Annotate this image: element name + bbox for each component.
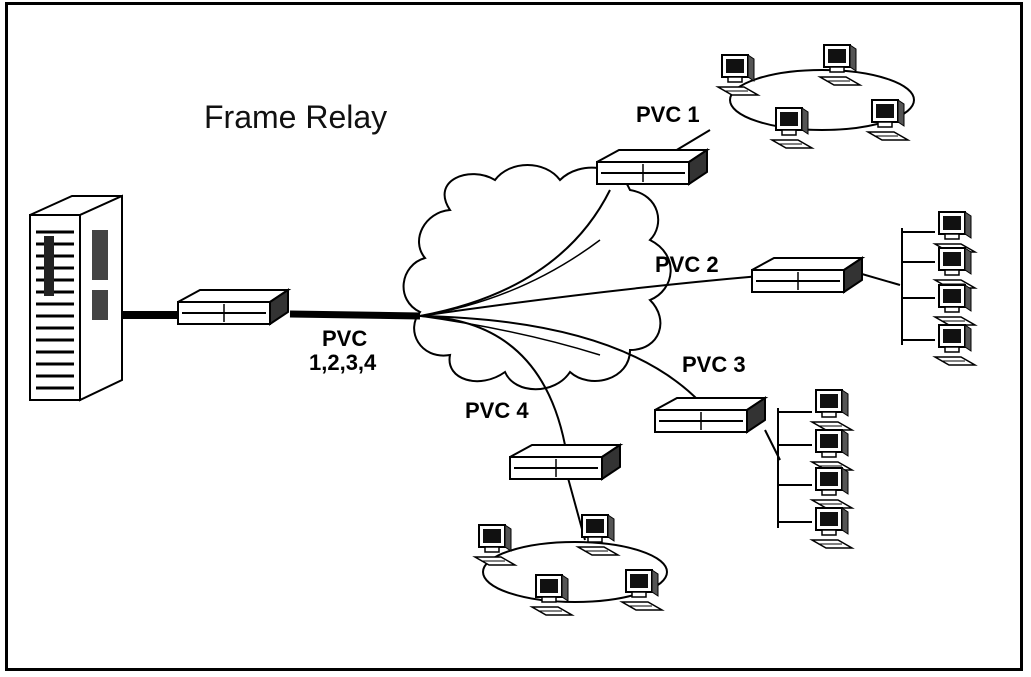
diagram-title: Frame Relay [204,99,387,135]
computer-monitor-icon [474,524,516,566]
pvc1-path [419,189,611,317]
network-cloud-icon [402,164,672,391]
router-pvc2-icon [751,257,863,293]
computer-monitor-icon [819,44,861,86]
lan-ring-pvc4 [474,514,668,616]
computer-monitor-icon [934,247,976,289]
lan-bus-pvc3 [777,389,853,549]
lan-bus-pvc2 [901,211,976,366]
computer-monitor-icon [811,429,853,471]
pvc-trunk-label-line2: 1,2,3,4 [309,350,377,375]
computer-monitor-icon [934,284,976,326]
computer-monitor-icon [811,467,853,509]
pvc3-path [419,315,701,403]
router-pvc1-icon [596,149,708,185]
pvc-trunk-label-line1: PVC [322,326,367,351]
computer-monitor-icon [771,107,813,149]
computer-monitor-icon [577,514,619,556]
router-pvc4-icon [509,444,621,480]
computer-monitor-icon [867,99,909,141]
diagram-frame [5,2,1023,671]
computer-monitor-icon [621,569,663,611]
pvc4-path [419,315,566,446]
pvc1-label: PVC 1 [636,102,700,127]
computer-monitor-icon [811,507,853,549]
router-pvc3-icon [654,397,766,433]
lan-ring-pvc1 [717,44,915,149]
computer-monitor-icon [717,54,759,96]
pvc3-label: PVC 3 [682,352,746,377]
computer-monitor-icon [934,324,976,366]
pvc2-label: PVC 2 [655,252,719,277]
trunk-link-pvc-1-2-3-4 [289,310,421,320]
pvc4-label: PVC 4 [465,398,529,423]
host-router-icon [177,289,289,325]
pvc2-path [419,275,761,317]
computer-monitor-icon [934,211,976,253]
computer-monitor-icon [811,389,853,431]
computer-monitor-icon [531,574,573,616]
server-tower-icon [29,194,123,402]
